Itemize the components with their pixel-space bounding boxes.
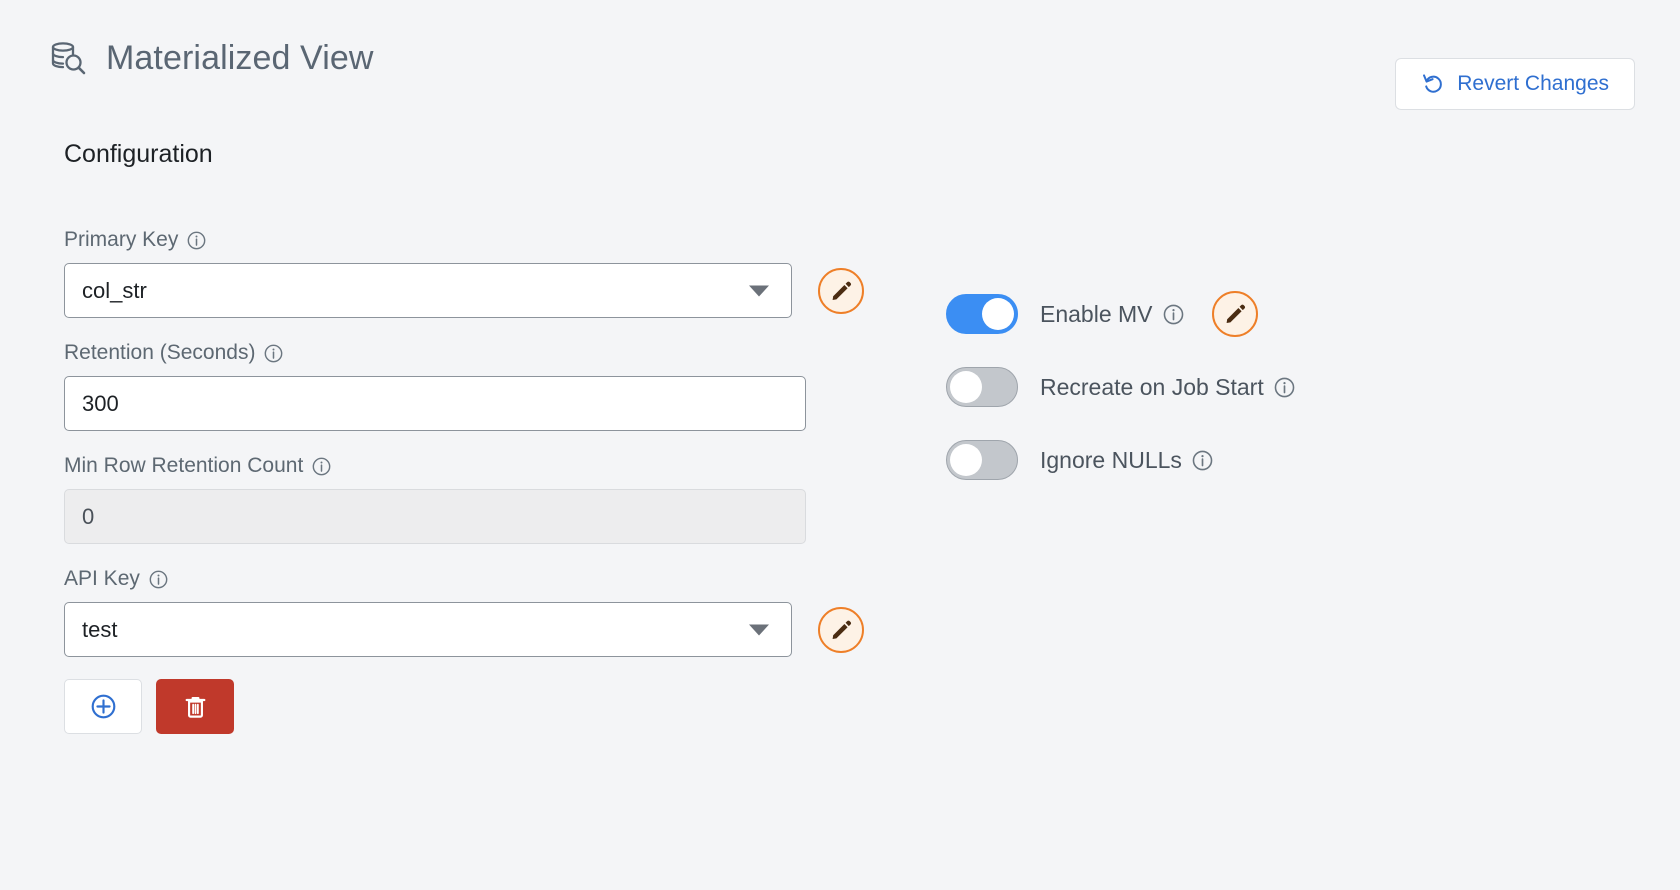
pencil-icon	[832, 620, 851, 639]
toggle-row-ignore-nulls: Ignore NULLs	[946, 436, 1295, 484]
toggle-knob	[950, 444, 982, 476]
field-api-key: API Key test	[64, 567, 864, 657]
api-key-label-row: API Key	[64, 567, 864, 591]
api-key-action-row	[64, 679, 864, 734]
info-circle-icon[interactable]	[1274, 377, 1295, 398]
api-key-value: test	[82, 616, 118, 642]
toggle-knob	[982, 298, 1014, 330]
api-key-control-row: test	[64, 602, 864, 657]
min-row-retention-label-row: Min Row Retention Count	[64, 454, 864, 478]
min-row-retention-control-row: 0	[64, 489, 864, 544]
retention-label-row: Retention (Seconds)	[64, 341, 864, 365]
info-circle-icon[interactable]	[149, 570, 168, 589]
primary-key-label: Primary Key	[64, 228, 179, 251]
toggle-row-recreate-on-job-start: Recreate on Job Start	[946, 363, 1295, 411]
api-key-edit-button[interactable]	[818, 606, 864, 653]
ignore-nulls-label: Ignore NULLs	[1040, 446, 1182, 473]
primary-key-value: col_str	[82, 277, 147, 303]
retention-input[interactable]: 300	[64, 376, 806, 431]
retention-value: 300	[82, 390, 119, 416]
min-row-retention-input: 0	[64, 489, 806, 544]
recreate-on-job-start-toggle[interactable]	[946, 367, 1018, 407]
enable-mv-toggle[interactable]	[946, 294, 1018, 334]
pencil-icon	[832, 281, 851, 300]
toggle-knob	[950, 371, 982, 403]
revert-changes-button[interactable]: Revert Changes	[1395, 58, 1635, 110]
add-api-key-button[interactable]	[64, 679, 142, 734]
toggle-row-enable-mv: Enable MV	[946, 290, 1295, 338]
min-row-retention-value: 0	[82, 503, 95, 529]
api-key-label: API Key	[64, 567, 140, 590]
ignore-nulls-toggle[interactable]	[946, 440, 1018, 480]
field-retention-seconds: Retention (Seconds) 300	[64, 341, 864, 431]
database-search-icon	[48, 38, 88, 78]
recreate-on-job-start-label: Recreate on Job Start	[1040, 373, 1264, 400]
enable-mv-edit-button[interactable]	[1211, 291, 1258, 337]
recreate-on-job-start-label-row: Recreate on Job Start	[1040, 374, 1295, 401]
plus-circle-icon	[91, 694, 115, 719]
page-title: Materialized View	[106, 38, 374, 77]
revert-changes-label: Revert Changes	[1457, 72, 1609, 95]
ignore-nulls-label-row: Ignore NULLs	[1040, 447, 1213, 474]
api-key-select[interactable]: test	[64, 602, 792, 657]
info-circle-icon[interactable]	[312, 457, 331, 476]
configuration-heading: Configuration	[64, 140, 213, 168]
min-row-retention-label: Min Row Retention Count	[64, 454, 304, 477]
info-circle-icon[interactable]	[1192, 450, 1213, 471]
primary-key-label-row: Primary Key	[64, 228, 864, 252]
retention-label: Retention (Seconds)	[64, 341, 256, 364]
retention-control-row: 300	[64, 376, 864, 431]
page-header: Materialized View Revert Changes	[0, 0, 1680, 120]
page-title-group: Materialized View	[48, 38, 374, 78]
primary-key-edit-button[interactable]	[818, 267, 864, 314]
delete-api-key-button[interactable]	[156, 679, 234, 734]
toggle-options: Enable MV R	[946, 290, 1295, 509]
primary-key-select[interactable]: col_str	[64, 263, 792, 318]
primary-key-control-row: col_str	[64, 263, 864, 318]
info-circle-icon[interactable]	[187, 231, 206, 250]
undo-arrow-icon	[1421, 72, 1445, 96]
pencil-icon	[1226, 304, 1245, 323]
trash-icon	[185, 697, 205, 718]
configuration-form: Primary Key col_str	[64, 228, 864, 734]
info-circle-icon[interactable]	[1163, 304, 1184, 325]
enable-mv-label: Enable MV	[1040, 300, 1153, 327]
info-circle-icon[interactable]	[264, 344, 283, 363]
enable-mv-label-row: Enable MV	[1040, 301, 1184, 328]
chevron-down-icon	[749, 285, 769, 296]
field-primary-key: Primary Key col_str	[64, 228, 864, 318]
field-min-row-retention-count: Min Row Retention Count 0	[64, 454, 864, 544]
chevron-down-icon	[749, 624, 769, 635]
